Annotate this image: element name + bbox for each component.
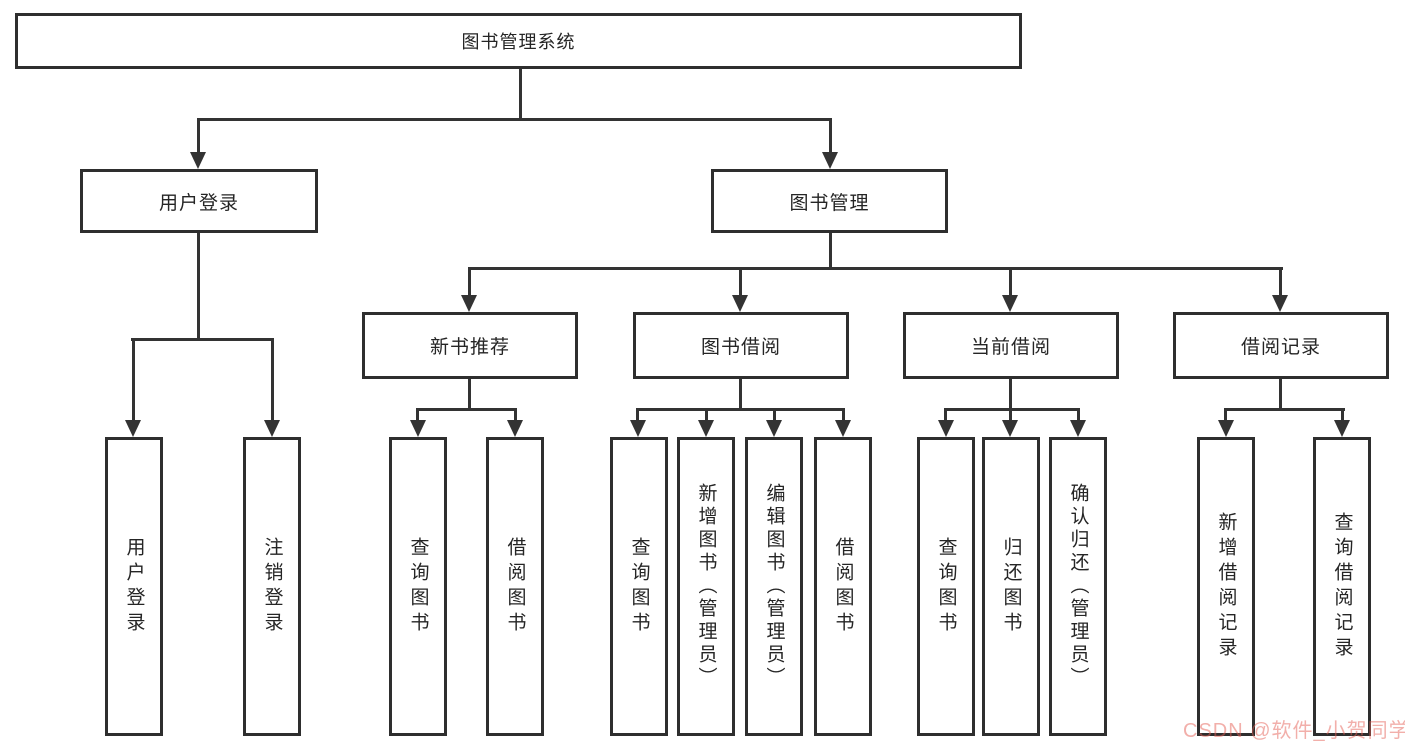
node-book-management: 图书管理 (711, 169, 948, 233)
arrow-down (125, 420, 141, 437)
leaf-borrow-edit-books-admin: 编辑图书（管理员） (745, 437, 803, 736)
connector-vline (944, 408, 947, 423)
connector-vline (842, 408, 845, 423)
connector-vline (829, 233, 832, 270)
leaf-logout-label: 注销登录 (261, 536, 283, 637)
arrow-down (835, 420, 851, 437)
leaf-borrow-borrow-books-label: 借阅图书 (832, 536, 854, 637)
node-book-management-label: 图书管理 (789, 192, 870, 214)
arrow-down (1272, 295, 1288, 312)
leaf-recommend-borrow-books: 借阅图书 (486, 437, 544, 736)
connector-vline (829, 118, 832, 155)
node-borrow-records-label: 借阅记录 (1240, 337, 1321, 358)
connector-vline (705, 408, 708, 423)
connector-vline (1009, 379, 1012, 411)
arrow-down (410, 420, 426, 437)
arrow-down (1070, 420, 1086, 437)
node-user-login: 用户登录 (80, 169, 318, 233)
leaf-borrow-query-books-label: 查询图书 (628, 536, 650, 637)
arrow-down (938, 420, 954, 437)
leaf-borrow-borrow-books: 借阅图书 (814, 437, 872, 736)
leaf-recommend-query-books: 查询图书 (389, 437, 447, 736)
arrow-down (461, 295, 477, 312)
leaf-recommend-query-books-label: 查询图书 (407, 536, 429, 637)
arrow-down (1002, 420, 1018, 437)
connector-vline (1224, 408, 1227, 423)
watermark: CSDN @软件_小贺同学 (1183, 720, 1405, 742)
arrow-down (630, 420, 646, 437)
leaf-user-login-label: 用户登录 (123, 536, 145, 637)
node-root-label: 图书管理系统 (461, 32, 576, 52)
connector-vline (519, 69, 522, 121)
node-current-borrow: 当前借阅 (903, 312, 1119, 379)
connector-vline (739, 379, 742, 411)
leaf-current-confirm-return-admin: 确认归还（管理员） (1049, 437, 1107, 736)
leaf-borrow-query-books: 查询图书 (610, 437, 668, 736)
connector-hline (944, 408, 1080, 411)
connector-hline (197, 118, 832, 121)
connector-vline (739, 267, 742, 298)
connector-vline (132, 338, 135, 423)
connector-vline (1009, 408, 1012, 423)
leaf-logout: 注销登录 (243, 437, 301, 736)
connector-vline (514, 408, 517, 423)
leaf-borrow-add-books-admin: 新增图书（管理员） (677, 437, 735, 736)
leaf-borrow-edit-books-admin-label: 编辑图书（管理员） (763, 483, 785, 690)
node-root: 图书管理系统 (15, 13, 1022, 69)
node-current-borrow-label: 当前借阅 (970, 337, 1051, 358)
leaf-current-confirm-return-admin-label: 确认归还（管理员） (1067, 483, 1089, 690)
leaf-record-add-label: 新增借阅记录 (1215, 511, 1237, 662)
node-book-borrow: 图书借阅 (633, 312, 849, 379)
connector-hline (1224, 408, 1345, 411)
connector-vline (416, 408, 419, 423)
connector-vline (468, 267, 471, 298)
connector-vline (1279, 379, 1282, 411)
arrow-down (1218, 420, 1234, 437)
node-borrow-records: 借阅记录 (1173, 312, 1389, 379)
leaf-recommend-borrow-books-label: 借阅图书 (504, 536, 526, 637)
leaf-record-query: 查询借阅记录 (1313, 437, 1371, 736)
connector-hline (416, 408, 517, 411)
connector-vline (1077, 408, 1080, 423)
connector-hline (468, 267, 1283, 270)
arrow-down (264, 420, 280, 437)
arrow-down (698, 420, 714, 437)
connector-hline (131, 338, 274, 341)
arrow-down (1002, 295, 1018, 312)
leaf-current-query-books-label: 查询图书 (935, 536, 957, 637)
leaf-user-login: 用户登录 (105, 437, 163, 736)
leaf-record-add: 新增借阅记录 (1197, 437, 1255, 736)
node-book-borrow-label: 图书借阅 (700, 337, 781, 358)
connector-vline (271, 338, 274, 423)
connector-vline (197, 118, 200, 155)
leaf-current-query-books: 查询图书 (917, 437, 975, 736)
connector-hline (636, 408, 845, 411)
connector-vline (636, 408, 639, 423)
connector-vline (197, 233, 200, 340)
node-user-login-label: 用户登录 (158, 192, 239, 214)
arrow-down (1334, 420, 1350, 437)
node-new-book-recommend-label: 新书推荐 (429, 337, 510, 358)
connector-vline (1009, 267, 1012, 298)
node-new-book-recommend: 新书推荐 (362, 312, 578, 379)
arrow-down (732, 295, 748, 312)
leaf-current-return-books-label: 归还图书 (1000, 536, 1022, 637)
arrow-down (190, 152, 206, 169)
connector-vline (773, 408, 776, 423)
arrow-down (822, 152, 838, 169)
leaf-borrow-add-books-admin-label: 新增图书（管理员） (695, 483, 717, 690)
connector-vline (1279, 267, 1282, 298)
leaf-current-return-books: 归还图书 (982, 437, 1040, 736)
leaf-record-query-label: 查询借阅记录 (1331, 511, 1353, 662)
arrow-down (507, 420, 523, 437)
connector-vline (1341, 408, 1344, 423)
connector-vline (468, 379, 471, 411)
arrow-down (766, 420, 782, 437)
